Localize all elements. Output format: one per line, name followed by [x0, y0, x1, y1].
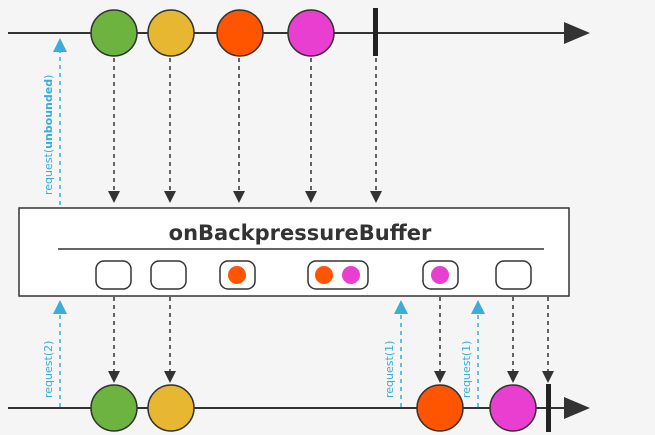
- buffer-state-empty-3: [495, 260, 532, 290]
- output-completion-marker: [546, 384, 551, 432]
- operator-to-output-connectors: [113, 297, 549, 378]
- buffer-item-orange: [315, 266, 333, 284]
- source-to-operator-connectors: [113, 58, 377, 199]
- buffer-state-empty-2: [150, 260, 187, 290]
- request-1b-label: request(1): [460, 341, 473, 398]
- source-timeline-arrowhead: [564, 22, 590, 44]
- request-1a-label: request(1): [383, 341, 396, 398]
- source-marble-magenta: [287, 9, 335, 57]
- output-timeline-arrowhead: [564, 397, 590, 419]
- output-marble-yellow: [147, 384, 195, 432]
- source-to-operator-arrowheads: [108, 191, 382, 203]
- source-marble-yellow: [147, 9, 195, 57]
- source-marble-orange: [216, 9, 264, 57]
- buffer-state-empty-1: [95, 260, 132, 290]
- buffer-item-magenta: [431, 266, 449, 284]
- request-1a-arrowhead: [394, 300, 408, 314]
- output-marble-green: [90, 384, 138, 432]
- request-2-arrowhead: [53, 300, 67, 314]
- output-marble-magenta: [489, 384, 537, 432]
- buffer-item-orange: [228, 266, 246, 284]
- output-marble-orange: [416, 384, 464, 432]
- request-1b-arrowhead: [471, 300, 485, 314]
- operator-title: onBackpressureBuffer: [169, 221, 432, 245]
- request-unbounded-arrowhead: [53, 38, 67, 52]
- request-unbounded-label: request(unbounded): [42, 75, 55, 195]
- operator-to-output-arrowheads: [108, 371, 554, 383]
- source-marble-green: [90, 9, 138, 57]
- source-completion-marker: [373, 8, 378, 56]
- buffer-item-magenta: [342, 266, 360, 284]
- request-2-label: request(2): [42, 341, 55, 398]
